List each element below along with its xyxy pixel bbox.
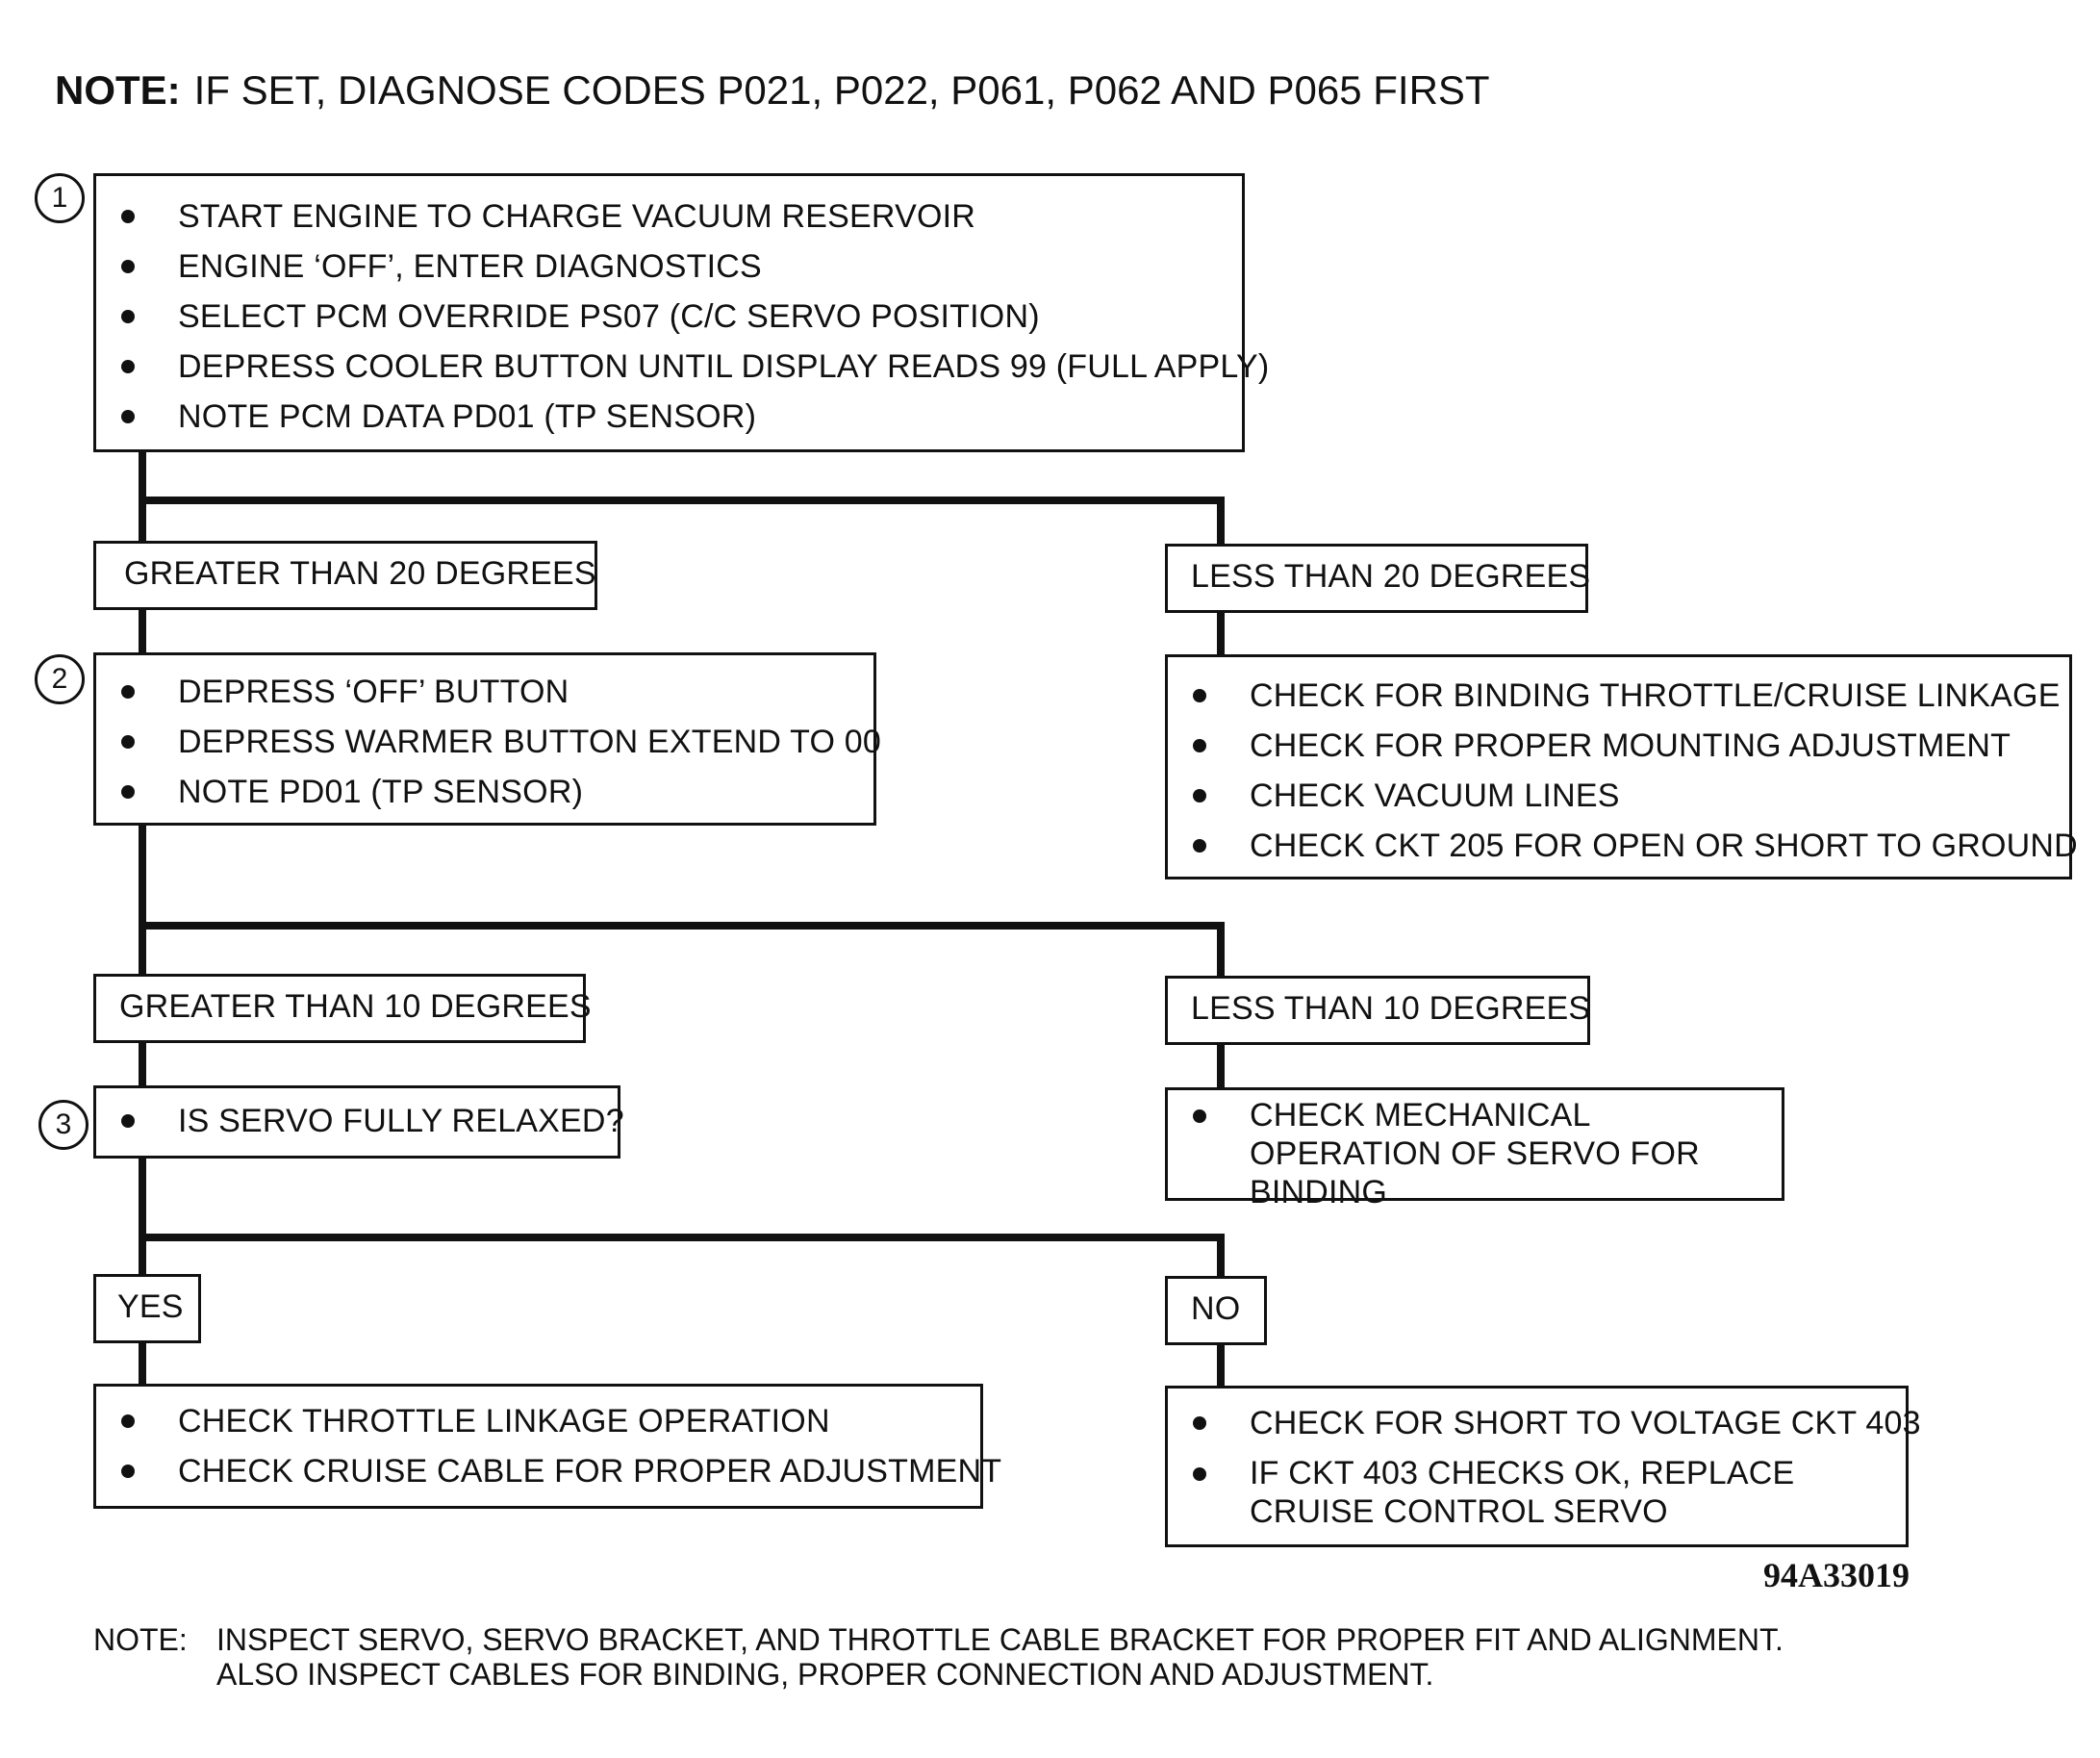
greater-than-10-label: GREATER THAN 10 DEGREES bbox=[93, 974, 592, 1043]
connector-step2-down bbox=[139, 824, 146, 978]
less-than-10-actions-box: CHECK MECHANICAL OPERATION OF SERVO FOR … bbox=[1165, 1087, 1784, 1210]
connector-branch2-horizontal bbox=[139, 922, 1225, 930]
less-than-20-actions-box: CHECK FOR BINDING THROTTLE/CRUISE LINKAG… bbox=[1165, 654, 2078, 879]
step-3-question: IS SERVO FULLY RELAXED? bbox=[96, 1096, 624, 1146]
step-1-item: ENGINE ‘OFF’, ENTER DIAGNOSTICS bbox=[96, 242, 1242, 292]
less-than-20-action: CHECK VACUUM LINES bbox=[1168, 771, 2069, 821]
step-2-item: DEPRESS WARMER BUTTON EXTEND TO 00 bbox=[96, 717, 881, 767]
connector-branch1-left-label-down bbox=[139, 608, 146, 654]
connector-branch1-horizontal bbox=[139, 497, 1225, 504]
less-than-20-action: CHECK FOR PROPER MOUNTING ADJUSTMENT bbox=[1168, 721, 2069, 771]
connector-branch2-right-down bbox=[1217, 922, 1225, 976]
yes-action: CHECK THROTTLE LINKAGE OPERATION bbox=[96, 1396, 980, 1446]
step-2-item: NOTE PD01 (TP SENSOR) bbox=[96, 767, 873, 817]
top-note: NOTE: IF SET, DIAGNOSE CODES P021, P022, … bbox=[55, 67, 1490, 114]
no-actions-list: CHECK FOR SHORT TO VOLTAGE CKT 403 IF CK… bbox=[1168, 1398, 1921, 1531]
no-action: IF CKT 403 CHECKS OK, REPLACE CRUISE CON… bbox=[1168, 1454, 1865, 1531]
step-1-item: START ENGINE TO CHARGE VACUUM RESERVOIR bbox=[96, 191, 1242, 242]
step-3-number: 3 bbox=[38, 1100, 89, 1150]
less-than-20-actions-list: CHECK FOR BINDING THROTTLE/CRUISE LINKAG… bbox=[1168, 671, 2078, 871]
figure-id: 94A33019 bbox=[1763, 1556, 1910, 1594]
connector-branch2-right-label-down bbox=[1217, 1041, 1225, 1089]
less-than-20-action: CHECK FOR BINDING THROTTLE/CRUISE LINKAG… bbox=[1168, 671, 2069, 721]
step-1-item: DEPRESS COOLER BUTTON UNTIL DISPLAY READ… bbox=[96, 342, 1269, 392]
connector-branch3-right-down bbox=[1217, 1234, 1225, 1280]
bottom-note-label: NOTE: bbox=[93, 1622, 188, 1657]
no-action: CHECK FOR SHORT TO VOLTAGE CKT 403 bbox=[1168, 1398, 1921, 1448]
bottom-note-line2: ALSO INSPECT CABLES FOR BINDING, PROPER … bbox=[216, 1657, 1434, 1692]
step-2-item: DEPRESS ‘OFF’ BUTTON bbox=[96, 667, 873, 717]
less-than-20-label: LESS THAN 20 DEGREES bbox=[1165, 544, 1590, 613]
less-than-10-actions-list: CHECK MECHANICAL OPERATION OF SERVO FOR … bbox=[1168, 1096, 1782, 1211]
connector-step3-down bbox=[139, 1157, 146, 1278]
bottom-note-line1: INSPECT SERVO, SERVO BRACKET, AND THROTT… bbox=[216, 1622, 1784, 1657]
connector-branch2-left-label-down bbox=[139, 1039, 146, 1087]
less-than-20-action: CHECK CKT 205 FOR OPEN OR SHORT TO GROUN… bbox=[1168, 821, 2078, 871]
connector-step1-down bbox=[139, 450, 146, 614]
less-than-10-label: LESS THAN 10 DEGREES bbox=[1165, 976, 1590, 1045]
connector-branch3-right-label-down bbox=[1217, 1343, 1225, 1388]
connector-branch1-right-label-down bbox=[1217, 612, 1225, 656]
step-2-box: DEPRESS ‘OFF’ BUTTON DEPRESS WARMER BUTT… bbox=[93, 652, 881, 826]
step-1-list: START ENGINE TO CHARGE VACUUM RESERVOIR … bbox=[96, 191, 1269, 442]
step-1-item: NOTE PCM DATA PD01 (TP SENSOR) bbox=[96, 392, 1242, 442]
step-2-number: 2 bbox=[35, 654, 85, 704]
bottom-note: NOTE: INSPECT SERVO, SERVO BRACKET, AND T… bbox=[93, 1622, 1784, 1692]
step-3-list: IS SERVO FULLY RELAXED? bbox=[96, 1096, 624, 1146]
greater-than-20-label: GREATER THAN 20 DEGREES bbox=[93, 541, 597, 610]
no-label: NO bbox=[1165, 1276, 1267, 1345]
step-2-list: DEPRESS ‘OFF’ BUTTON DEPRESS WARMER BUTT… bbox=[96, 667, 881, 817]
yes-label: YES bbox=[93, 1274, 201, 1343]
less-than-10-action: CHECK MECHANICAL OPERATION OF SERVO FOR … bbox=[1168, 1096, 1702, 1211]
connector-branch3-left-label-down bbox=[139, 1341, 146, 1386]
top-note-label: NOTE: bbox=[55, 67, 181, 113]
yes-actions-box: CHECK THROTTLE LINKAGE OPERATION CHECK C… bbox=[93, 1384, 1001, 1509]
step-3-box: IS SERVO FULLY RELAXED? bbox=[93, 1085, 624, 1159]
step-1-item: SELECT PCM OVERRIDE PS07 (C/C SERVO POSI… bbox=[96, 292, 1242, 342]
connector-branch3-horizontal bbox=[139, 1234, 1225, 1241]
top-note-text: IF SET, DIAGNOSE CODES P021, P022, P061,… bbox=[193, 67, 1490, 113]
step-1-box: START ENGINE TO CHARGE VACUUM RESERVOIR … bbox=[93, 173, 1269, 452]
no-actions-box: CHECK FOR SHORT TO VOLTAGE CKT 403 IF CK… bbox=[1165, 1386, 1921, 1547]
step-1-number: 1 bbox=[35, 173, 85, 223]
yes-action: CHECK CRUISE CABLE FOR PROPER ADJUSTMENT bbox=[96, 1446, 1001, 1496]
yes-actions-list: CHECK THROTTLE LINKAGE OPERATION CHECK C… bbox=[96, 1396, 1001, 1496]
